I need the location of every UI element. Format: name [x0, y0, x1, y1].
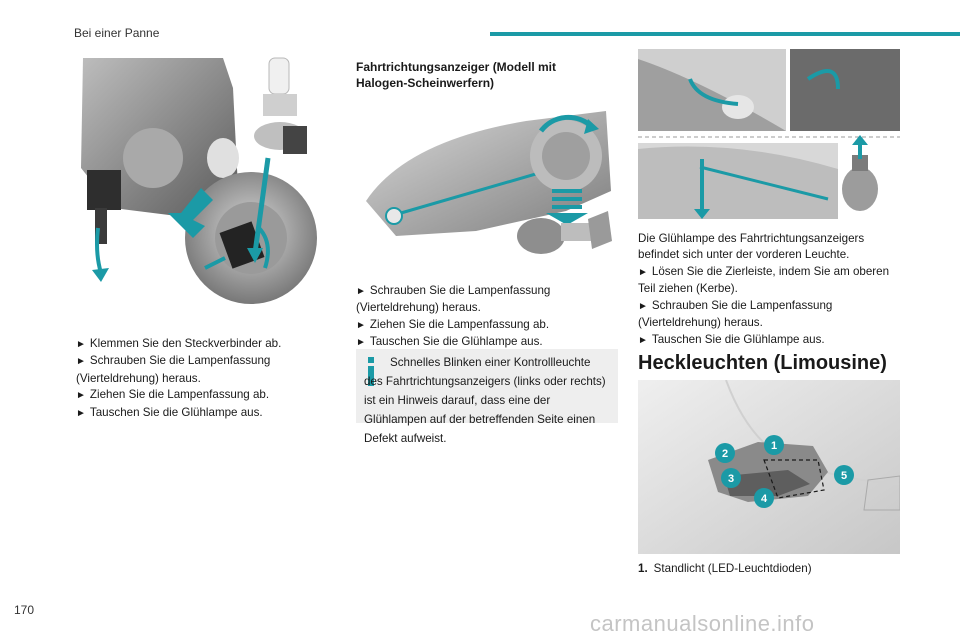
- running-header: Bei einer Panne: [74, 26, 160, 40]
- info-note-text: Schnelles Blinken einer Kontrollleuchte …: [364, 356, 606, 445]
- rear-lamp-drawing: 1 2 3 4 5: [638, 380, 900, 554]
- page-number: 170: [14, 603, 35, 617]
- callout-3: 3: [721, 468, 741, 488]
- arrow-bullet-icon: ►: [638, 267, 648, 278]
- header-accent-bar: [490, 32, 960, 36]
- rear-lamp-illustration: 1 2 3 4 5: [638, 380, 900, 554]
- fog-lamp-drawing: [81, 57, 317, 304]
- item-text: Standlicht (LED-Leuchtdioden): [653, 562, 812, 575]
- section-subheading: Fahrtrichtungsanzeiger (Modell mit Halog…: [356, 60, 557, 90]
- svg-text:3: 3: [728, 473, 734, 485]
- step-item: ►Ziehen Sie die Lampenfassung ab.: [356, 317, 550, 331]
- callout-4: 4: [754, 488, 774, 508]
- step-item: ►Lösen Sie die Zierleiste, indem Sie am …: [638, 265, 890, 296]
- col2-steps: ►Schrauben Sie die Lampenfassung (Vierte…: [356, 283, 618, 352]
- arrow-bullet-icon: ►: [356, 286, 366, 297]
- callout-2: 2: [715, 443, 735, 463]
- info-note-box: Schnelles Blinken einer Kontrollleuchte …: [356, 349, 618, 445]
- step-item: ►Schrauben Sie die Lampenfassung (Vierte…: [356, 284, 551, 315]
- svg-text:5: 5: [841, 470, 847, 482]
- step-item: ►Schrauben Sie die Lampenfassung (Vierte…: [638, 298, 833, 330]
- step-item: ►Tauschen Sie die Glühlampe aus.: [638, 332, 825, 346]
- turn-signal-drawing: [638, 49, 900, 219]
- step-item: ►Tauschen Sie die Glühlampe aus.: [356, 335, 543, 349]
- headlamp-drawing: [366, 111, 612, 254]
- arrow-bullet-icon: ►: [638, 334, 648, 346]
- svg-text:1: 1: [771, 440, 777, 452]
- watermark-text: carmanualsonline.info: [590, 611, 815, 636]
- callout-1: 1: [764, 435, 784, 455]
- step-item: ►Ziehen Sie die Lampenfassung ab.: [76, 388, 270, 402]
- turn-signal-illustration: [638, 49, 900, 219]
- arrow-bullet-icon: ►: [76, 390, 86, 402]
- step-item: ►Klemmen Sie den Steckverbinder ab.: [76, 337, 282, 350]
- arrow-bullet-icon: ►: [356, 319, 366, 331]
- svg-text:4: 4: [761, 493, 768, 505]
- arrow-bullet-icon: ►: [76, 339, 86, 350]
- arrow-bullet-icon: ►: [76, 407, 86, 419]
- step-item: ►Tauschen Sie die Glühlampe aus.: [76, 405, 263, 419]
- item-number: 1.: [638, 562, 648, 575]
- numbered-item: 1. Standlicht (LED-Leuchtdioden): [638, 562, 900, 575]
- col3-intro: Die Glühlampe des Fahrtrichtungsanzeiger…: [638, 232, 865, 262]
- col1-steps: ►Klemmen Sie den Steckverbinder ab. ►Sch…: [76, 336, 338, 422]
- section-heading: Heckleuchten (Limousine): [638, 352, 887, 374]
- svg-text:2: 2: [722, 448, 728, 460]
- headlamp-illustration: [356, 101, 618, 261]
- fog-lamp-illustration: [73, 48, 335, 306]
- arrow-bullet-icon: ►: [76, 356, 86, 368]
- step-item: ►Schrauben Sie die Lampenfassung (Vierte…: [76, 354, 271, 385]
- arrow-bullet-icon: ►: [638, 300, 648, 312]
- callout-5: 5: [834, 465, 854, 485]
- info-icon: [368, 357, 374, 386]
- col3-steps: ►Lösen Sie die Zierleiste, indem Sie am …: [638, 264, 900, 349]
- arrow-bullet-icon: ►: [356, 337, 366, 349]
